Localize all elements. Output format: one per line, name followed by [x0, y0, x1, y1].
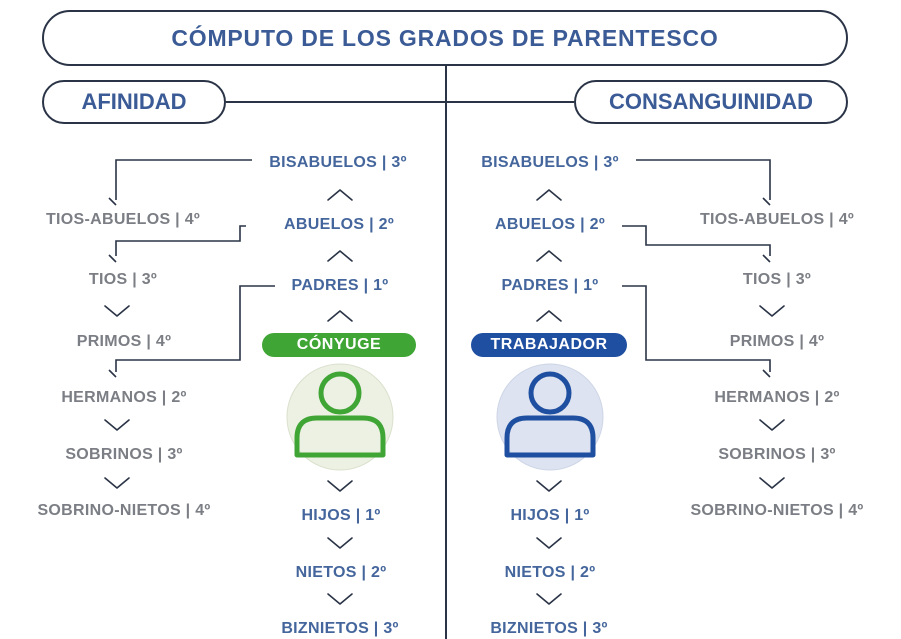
- left-primos: PRIMOS | 4º: [76, 333, 172, 350]
- down-chevron-icon: [536, 593, 562, 605]
- left-tios-abuelos: TIOS-ABUELOS | 4º: [45, 211, 201, 228]
- down-chevron-icon: [104, 305, 130, 317]
- left-tios: TIOS | 3º: [88, 271, 158, 288]
- page-title: CÓMPUTO DE LOS GRADOS DE PARENTESCO: [42, 10, 848, 66]
- up-chevron-icon: [327, 310, 353, 322]
- left-sobrino-nietos: SOBRINO-NIETOS | 4º: [37, 502, 211, 519]
- down-chevron-icon: [327, 537, 353, 549]
- right-tios: TIOS | 3º: [742, 271, 812, 288]
- left-padres: PADRES | 1º: [291, 277, 389, 294]
- right-hijos: HIJOS | 1º: [510, 507, 590, 524]
- person-icon-green: [286, 363, 394, 471]
- right-sobrino-nietos: SOBRINO-NIETOS | 4º: [690, 502, 864, 519]
- right-nietos: NIETOS | 2º: [504, 564, 596, 581]
- right-primos: PRIMOS | 4º: [729, 333, 825, 350]
- up-chevron-icon: [327, 189, 353, 201]
- consanguinidad-header: CONSANGUINIDAD: [574, 80, 848, 124]
- right-bisabuelos: BISABUELOS | 3º: [481, 154, 619, 171]
- trabajador-badge: TRABAJADOR: [471, 333, 627, 357]
- right-abuelos: ABUELOS | 2º: [495, 216, 605, 233]
- right-connector-abuelos: [622, 225, 771, 256]
- right-hermanos: HERMANOS | 2º: [714, 389, 840, 406]
- left-connector-padres: [115, 285, 275, 372]
- up-chevron-icon: [536, 189, 562, 201]
- right-padres: PADRES | 1º: [501, 277, 599, 294]
- left-abuelos: ABUELOS | 2º: [284, 216, 394, 233]
- left-sobrinos: SOBRINOS | 3º: [65, 446, 183, 463]
- left-nietos: NIETOS | 2º: [295, 564, 387, 581]
- down-chevron-icon: [536, 480, 562, 492]
- down-chevron-icon: [327, 593, 353, 605]
- left-connector-bisabuelos: [115, 159, 252, 200]
- left-biznietos: BIZNIETOS | 3º: [281, 620, 399, 637]
- right-tios-abuelos: TIOS-ABUELOS | 4º: [699, 211, 855, 228]
- left-hermanos: HERMANOS | 2º: [61, 389, 187, 406]
- up-chevron-icon: [536, 310, 562, 322]
- right-biznietos: BIZNIETOS | 3º: [490, 620, 608, 637]
- down-chevron-icon: [759, 477, 785, 489]
- down-chevron-icon: [536, 537, 562, 549]
- conyuge-badge: CÓNYUGE: [262, 333, 416, 357]
- up-chevron-icon: [536, 250, 562, 262]
- afinidad-header: AFINIDAD: [42, 80, 226, 124]
- down-chevron-icon: [759, 305, 785, 317]
- right-sobrinos: SOBRINOS | 3º: [718, 446, 836, 463]
- right-connector-padres: [622, 285, 771, 372]
- left-hijos: HIJOS | 1º: [301, 507, 381, 524]
- down-chevron-icon: [327, 480, 353, 492]
- up-chevron-icon: [327, 250, 353, 262]
- down-chevron-icon: [759, 419, 785, 431]
- left-bisabuelos: BISABUELOS | 3º: [269, 154, 407, 171]
- right-connector-bisabuelos: [636, 159, 771, 200]
- left-connector-abuelos: [115, 225, 246, 256]
- down-chevron-icon: [104, 419, 130, 431]
- person-icon-blue: [496, 363, 604, 471]
- down-chevron-icon: [104, 477, 130, 489]
